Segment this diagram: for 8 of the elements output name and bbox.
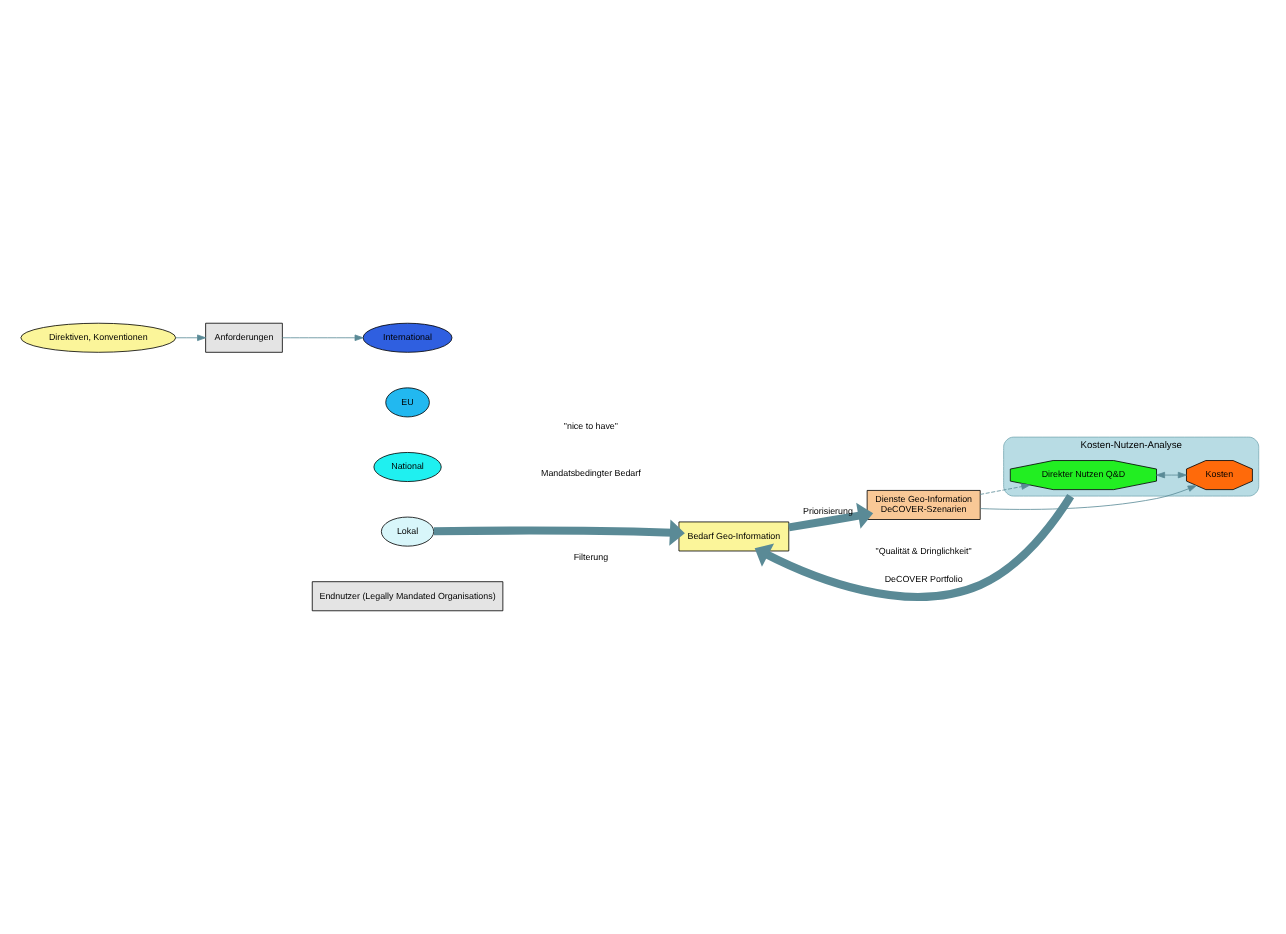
arrow bbox=[1156, 471, 1187, 479]
arrow bbox=[788, 502, 874, 532]
arrow bbox=[433, 519, 685, 546]
arrow bbox=[281, 334, 364, 341]
arrow bbox=[980, 485, 1197, 510]
arrow bbox=[979, 483, 1031, 495]
arrow bbox=[175, 334, 206, 341]
arrow bbox=[754, 493, 1075, 601]
